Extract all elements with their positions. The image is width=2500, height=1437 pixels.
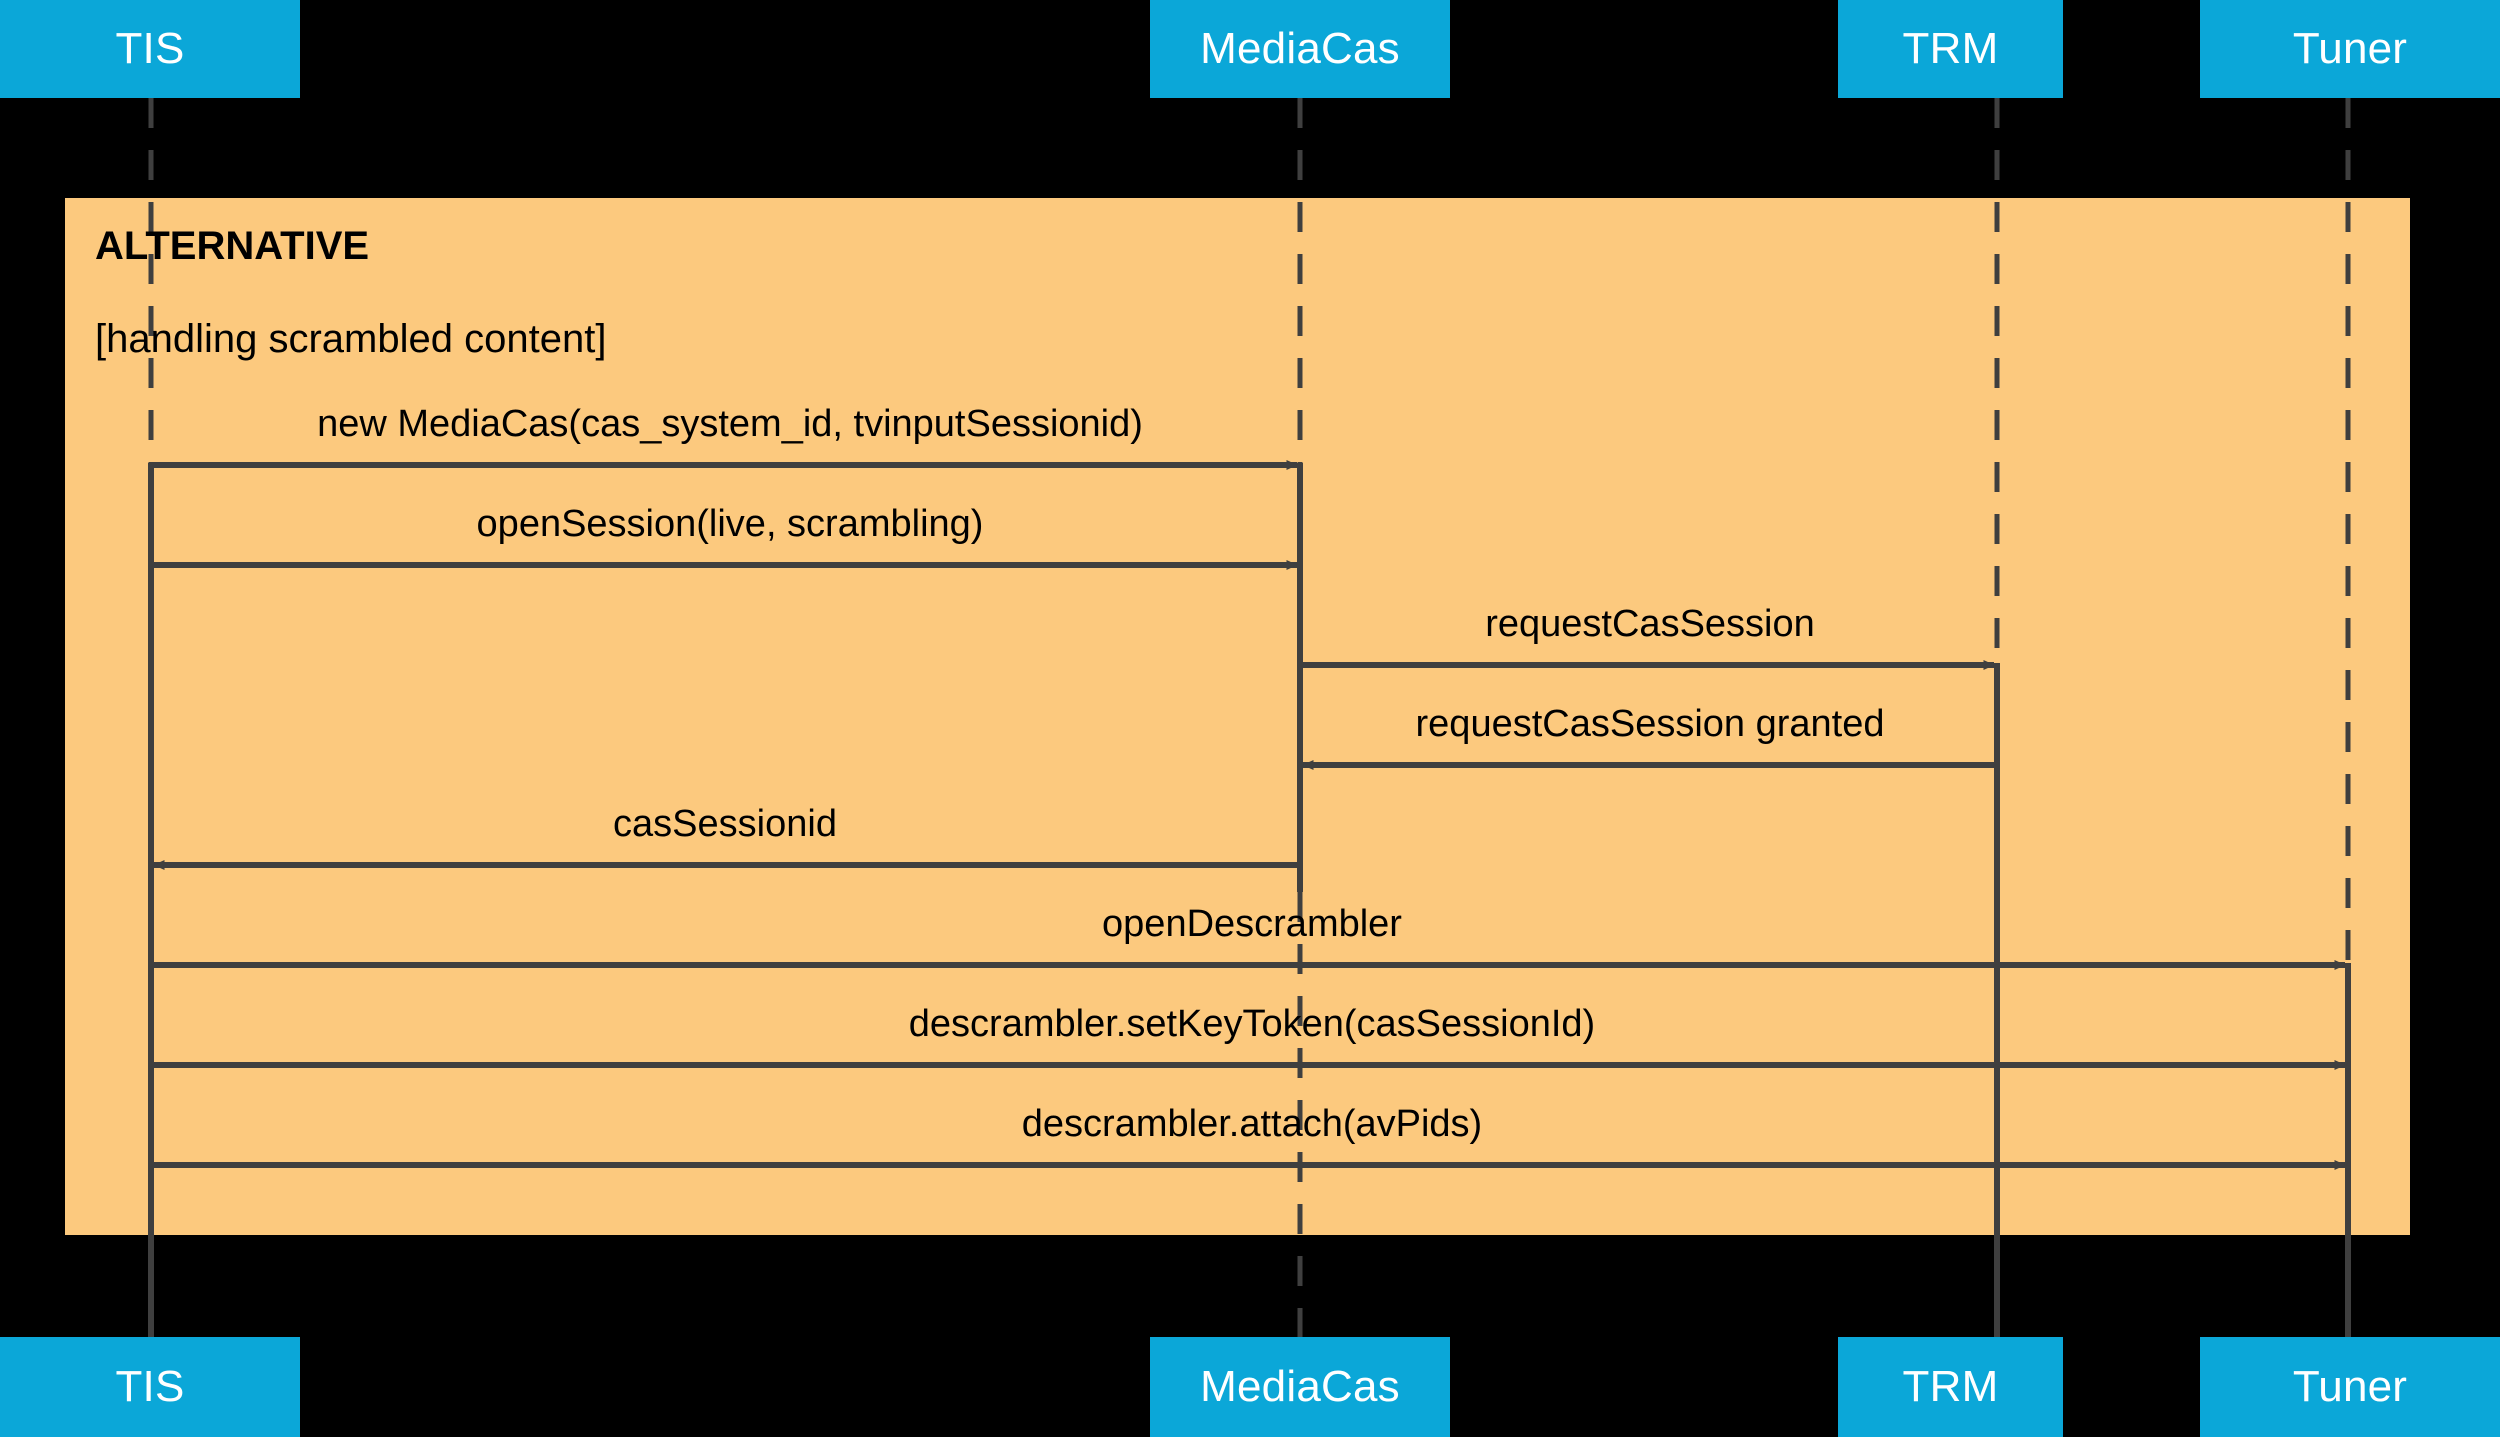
participant-header-tis[interactable]: TIS bbox=[0, 0, 300, 98]
participant-header-mediacas-label: MediaCas bbox=[1200, 24, 1400, 73]
participant-footer-tuner[interactable]: Tuner bbox=[2200, 1337, 2500, 1437]
message-label-opensession: openSession(live, scrambling) bbox=[476, 503, 984, 545]
participant-footer-mediacas[interactable]: MediaCas bbox=[1150, 1337, 1450, 1437]
message-label-setkeytoken: descrambler.setKeyToken(casSessionId) bbox=[908, 1003, 1596, 1045]
participant-header-mediacas[interactable]: MediaCas bbox=[1150, 0, 1450, 98]
alt-fragment-guard: [handling scrambled content] bbox=[95, 317, 607, 361]
participant-footer-trm[interactable]: TRM bbox=[1838, 1337, 2063, 1437]
message-label-new-mediacas: new MediaCas(cas_system_id, tvinputSessi… bbox=[317, 403, 1143, 445]
participant-footer-tuner-label: Tuner bbox=[2292, 1362, 2408, 1411]
participant-footer-trm-label: TRM bbox=[1902, 1362, 1999, 1411]
message-label-requestcassession-granted: requestCasSession granted bbox=[1415, 703, 1885, 745]
participant-footer-mediacas-label: MediaCas bbox=[1200, 1362, 1400, 1411]
message-label-opendescrambler: openDescrambler bbox=[1102, 903, 1402, 945]
participant-footer-tis-label: TIS bbox=[115, 1362, 185, 1411]
participant-header-tuner[interactable]: Tuner bbox=[2200, 0, 2500, 98]
message-label-attach: descrambler.attach(avPids) bbox=[1021, 1103, 1483, 1145]
participant-header-trm[interactable]: TRM bbox=[1838, 0, 2063, 98]
participant-header-tuner-label: Tuner bbox=[2292, 24, 2408, 73]
participant-header-tis-label: TIS bbox=[115, 24, 185, 73]
participant-header-trm-label: TRM bbox=[1902, 24, 1999, 73]
participant-footer-tis[interactable]: TIS bbox=[0, 1337, 300, 1437]
alt-fragment-title: ALTERNATIVE bbox=[95, 224, 370, 268]
message-label-cassessionid: casSessionid bbox=[613, 803, 837, 845]
message-label-requestcassession: requestCasSession bbox=[1485, 603, 1815, 645]
